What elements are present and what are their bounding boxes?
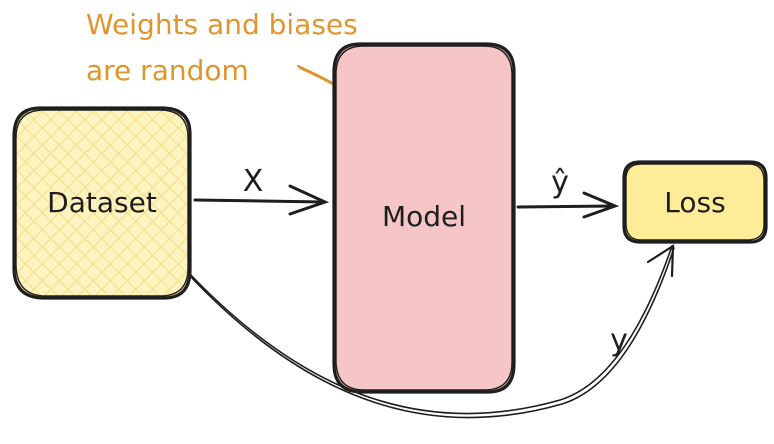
edge-model-to-loss [516, 191, 620, 219]
dataset-node: Dataset [12, 106, 192, 300]
edge-label-y: y [610, 323, 628, 358]
edge-label-x: X [243, 164, 264, 199]
edge-dataset-to-loss [187, 243, 675, 419]
model-label: Model [382, 200, 466, 233]
edge-label-y-hat: ŷ [551, 165, 569, 200]
annotation-line-2: are random [86, 54, 249, 87]
loss-node: Loss [622, 160, 768, 244]
loss-label: Loss [664, 186, 725, 219]
dataset-label: Dataset [47, 186, 157, 219]
model-node: Model [332, 42, 516, 394]
annotation-line-1: Weights and biases [86, 8, 358, 41]
edge-dataset-to-model [193, 184, 330, 216]
